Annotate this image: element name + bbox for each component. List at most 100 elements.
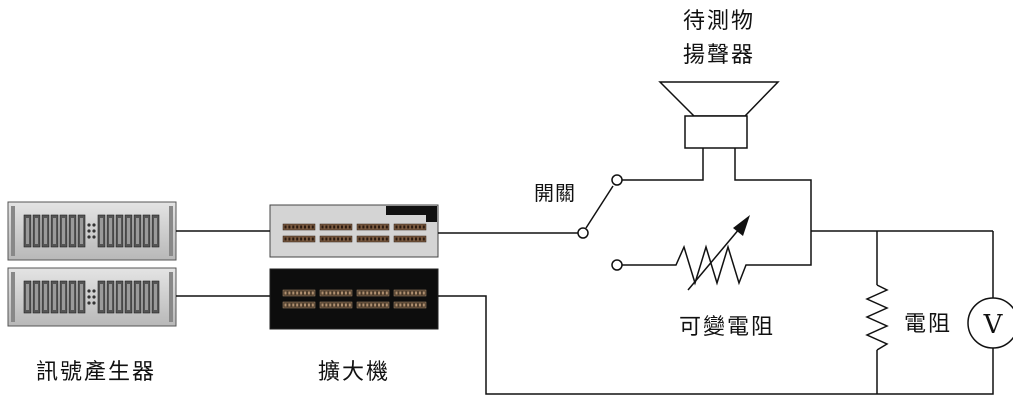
connector-pin [307, 237, 310, 241]
connector-pin [366, 303, 369, 307]
connector-pin [296, 291, 299, 295]
connector-strip [319, 301, 353, 309]
module-slot-handle [26, 284, 29, 310]
connector-pin [370, 237, 373, 241]
variable-resistor [662, 215, 752, 291]
connector-pin [374, 303, 377, 307]
connector-pin [422, 237, 425, 241]
amplifier-connector-bank [282, 289, 427, 309]
connector-pin [300, 237, 303, 241]
module-slot-handle [118, 284, 121, 310]
connector-pin [337, 237, 340, 241]
connector-pin [284, 303, 287, 307]
indicator-led [92, 295, 96, 299]
connector-pin [348, 291, 351, 295]
module-slot-handle [44, 284, 47, 310]
indicator-led [87, 295, 91, 299]
connector-pin [325, 291, 328, 295]
connector-pin [403, 225, 406, 229]
label-dut-line1: 待測物 [683, 9, 755, 34]
connector-pin [348, 225, 351, 229]
connector-pin [395, 291, 398, 295]
speaker [658, 81, 780, 149]
label-variable-resistor: 可變電阻 [679, 315, 775, 340]
connector-pin [366, 291, 369, 295]
connector-pin [385, 237, 388, 241]
connector-pin [407, 237, 410, 241]
switch [577, 174, 623, 271]
module-slot-handle [71, 218, 74, 244]
module-slot-handle [44, 218, 47, 244]
connector-pin [311, 291, 314, 295]
variable-resistor-arrow-head [733, 215, 750, 236]
connector-pin [333, 237, 336, 241]
connector-pin [337, 225, 340, 229]
connector-pin [358, 237, 361, 241]
connector-pin [348, 237, 351, 241]
connector-pin [311, 237, 314, 241]
connector-strip [393, 223, 427, 231]
connector-pin [366, 225, 369, 229]
speaker-magnet [684, 115, 748, 149]
connector-pin [333, 291, 336, 295]
connector-pin [385, 291, 388, 295]
connector-pin [422, 225, 425, 229]
module-slot-handle [80, 218, 83, 244]
connector-pin [399, 303, 402, 307]
indicator-led [92, 229, 96, 233]
module-slot-handle [100, 218, 103, 244]
connector-pin [329, 291, 332, 295]
module-slot-handle [109, 218, 112, 244]
connector-pin [307, 225, 310, 229]
connector-pin [321, 225, 324, 229]
speaker-cone [658, 81, 780, 117]
connector-pin [378, 237, 380, 241]
connector-pin [304, 225, 306, 229]
module-slot-handle [53, 218, 56, 244]
connector-pin [418, 237, 421, 241]
connector-pin [370, 303, 373, 307]
connector-pin [304, 303, 306, 307]
connector-pin [341, 225, 343, 229]
connector-pin [325, 225, 328, 229]
connector-pin [358, 225, 361, 229]
module-slot-handle [62, 284, 65, 310]
connector-pin [341, 237, 343, 241]
connector-pin [385, 225, 388, 229]
module-slot-handle [53, 284, 56, 310]
connector-pin [321, 303, 324, 307]
connector-pin [399, 291, 402, 295]
module-slot-handle [100, 284, 103, 310]
connector-pin [411, 291, 414, 295]
connector-pin [418, 225, 421, 229]
connector-pin [418, 291, 421, 295]
connector-pin [370, 225, 373, 229]
module-slot-handle [35, 218, 38, 244]
connector-pin [381, 225, 384, 229]
connector-pin [325, 303, 328, 307]
connector-pin [307, 303, 310, 307]
connector-pin [418, 303, 421, 307]
connector-strip [282, 301, 316, 309]
connector-pin [370, 291, 373, 295]
connector-pin [311, 225, 314, 229]
indicator-led [92, 235, 96, 239]
connector-pin [344, 303, 347, 307]
connector-pin [288, 237, 291, 241]
wiring [176, 148, 994, 395]
connector-pin [422, 291, 425, 295]
module-slot-handle [62, 218, 65, 244]
connector-pin [362, 225, 365, 229]
module-slot-handle [118, 218, 121, 244]
connector-pin [381, 237, 384, 241]
connector-pin [378, 225, 380, 229]
connector-pin [403, 237, 406, 241]
module-slot-handle [35, 284, 38, 310]
voltmeter: V [967, 297, 1013, 349]
connector-pin [296, 237, 299, 241]
connector-pin [296, 303, 299, 307]
indicator-led [92, 289, 96, 293]
connector-pin [395, 225, 398, 229]
connector-pin [422, 303, 425, 307]
label-switch: 開關 [534, 181, 576, 205]
